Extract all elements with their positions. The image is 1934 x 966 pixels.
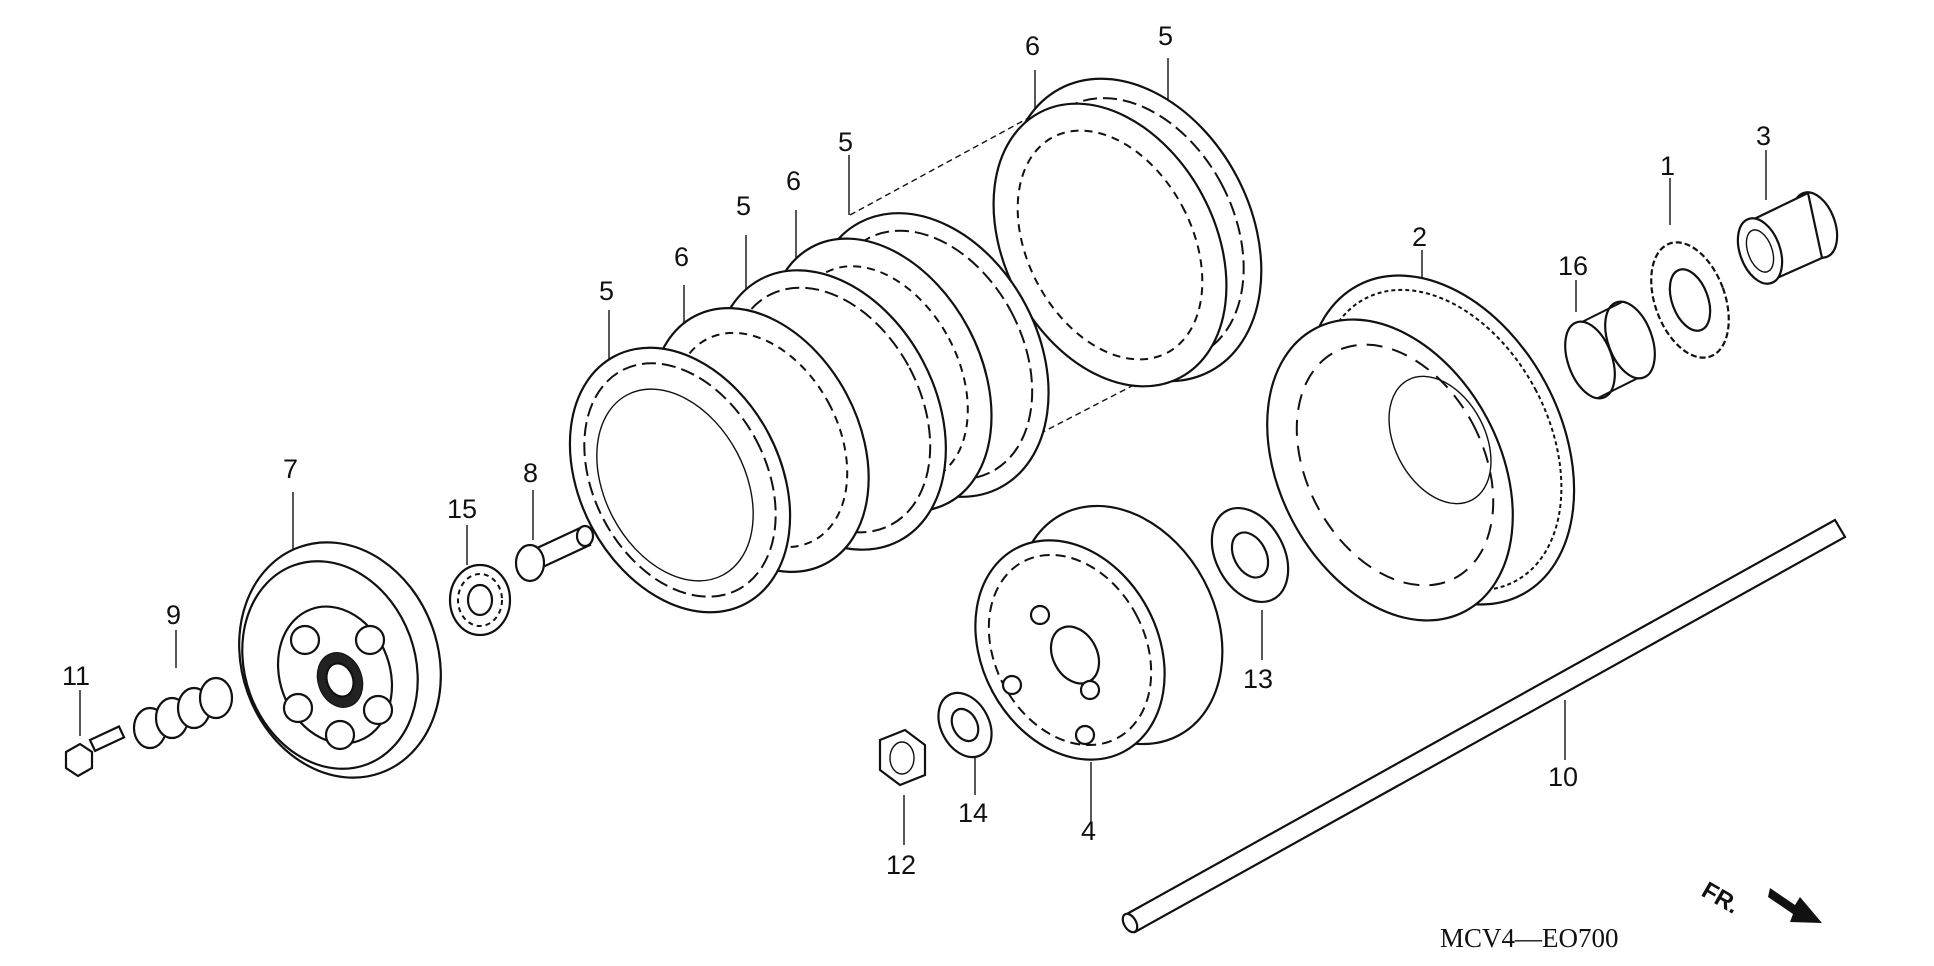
callout-labels: 1 2 3 4 5 5 5 5 6 6 6 7 8 9 10 11 12 13 … (62, 21, 1771, 880)
friction-disc-front (568, 346, 792, 614)
callout-5-a: 5 (1158, 21, 1173, 51)
callout-5-c: 5 (736, 191, 751, 221)
callout-4: 4 (1081, 816, 1096, 846)
front-direction-arrow: FR. (1697, 877, 1822, 923)
lifter-rod (1121, 518, 1847, 934)
callout-15: 15 (447, 494, 477, 524)
callout-12: 12 (886, 850, 916, 880)
release-bearing (448, 563, 512, 637)
needle-bearing (1564, 300, 1656, 400)
thrust-washer (1210, 506, 1290, 604)
callout-8: 8 (523, 458, 538, 488)
callout-14: 14 (958, 798, 988, 828)
drive-gear (1650, 241, 1730, 359)
clutch-spring (132, 676, 234, 750)
pressure-plate (238, 541, 442, 779)
callout-5-d: 5 (599, 276, 614, 306)
clutch-collar (1736, 191, 1839, 285)
callout-6-b: 6 (786, 166, 801, 196)
callout-11: 11 (62, 661, 90, 691)
clutch-outer (1266, 274, 1576, 622)
lock-nut (878, 728, 927, 787)
callout-9: 9 (166, 600, 181, 630)
lifter-piece (514, 524, 595, 583)
callout-16: 16 (1558, 251, 1588, 281)
leader-lines (79, 58, 1767, 845)
flange-bolt (64, 725, 126, 778)
lock-washer (937, 691, 993, 759)
callout-2: 2 (1412, 222, 1427, 252)
callout-7: 7 (283, 454, 298, 484)
friction-and-steel-plates (568, 77, 1263, 614)
callout-10: 10 (1548, 762, 1578, 792)
callout-6-c: 6 (674, 242, 689, 272)
callout-6-a: 6 (1025, 31, 1040, 61)
callout-5-b: 5 (838, 127, 853, 157)
callout-3: 3 (1756, 121, 1771, 151)
diagram-code: MCV4—EO700 (1440, 923, 1619, 953)
callout-13: 13 (1243, 664, 1273, 694)
clutch-center (974, 504, 1224, 761)
front-label: FR. (1697, 877, 1744, 920)
callout-1: 1 (1660, 151, 1675, 181)
